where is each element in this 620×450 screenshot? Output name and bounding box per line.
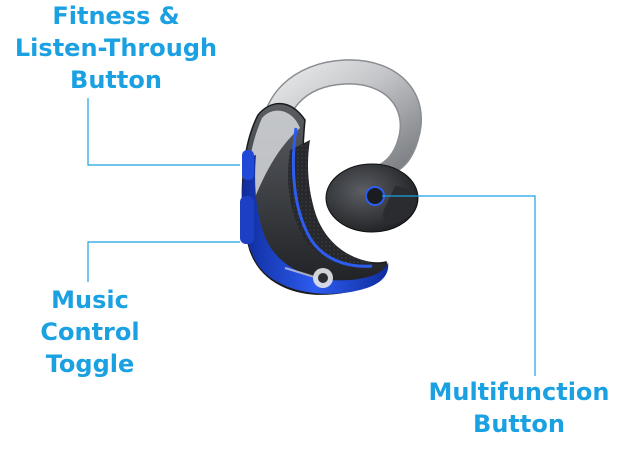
music-control-toggle-label: Music Control Toggle [30, 284, 150, 380]
headset-icon [240, 59, 423, 295]
leader-lines [87, 98, 536, 376]
label-line: Button [473, 410, 565, 438]
music-control-toggle [240, 196, 254, 244]
label-line: Button [70, 66, 162, 94]
fitness-button [242, 150, 254, 180]
blue-accent-trim [242, 155, 389, 294]
brand-logo-icon [284, 267, 333, 288]
label-line: Control [40, 318, 140, 346]
music-leader-line [87, 241, 240, 282]
label-line: Multifunction [428, 378, 610, 406]
label-line: Fitness & [52, 2, 180, 30]
fitness-leader-line [87, 98, 240, 166]
multifunction-button-label: Multifunction Button [426, 376, 612, 440]
multifunction-button [365, 186, 385, 206]
label-line: Toggle [45, 350, 135, 378]
body-sheen [248, 110, 300, 205]
label-line: Listen-Through [14, 34, 218, 62]
label-line: Music [51, 286, 129, 314]
multifunction-leader-line [382, 195, 536, 376]
fitness-listen-through-label: Fitness & Listen-Through Button [0, 0, 232, 96]
blue-inner-stripe [291, 127, 373, 268]
